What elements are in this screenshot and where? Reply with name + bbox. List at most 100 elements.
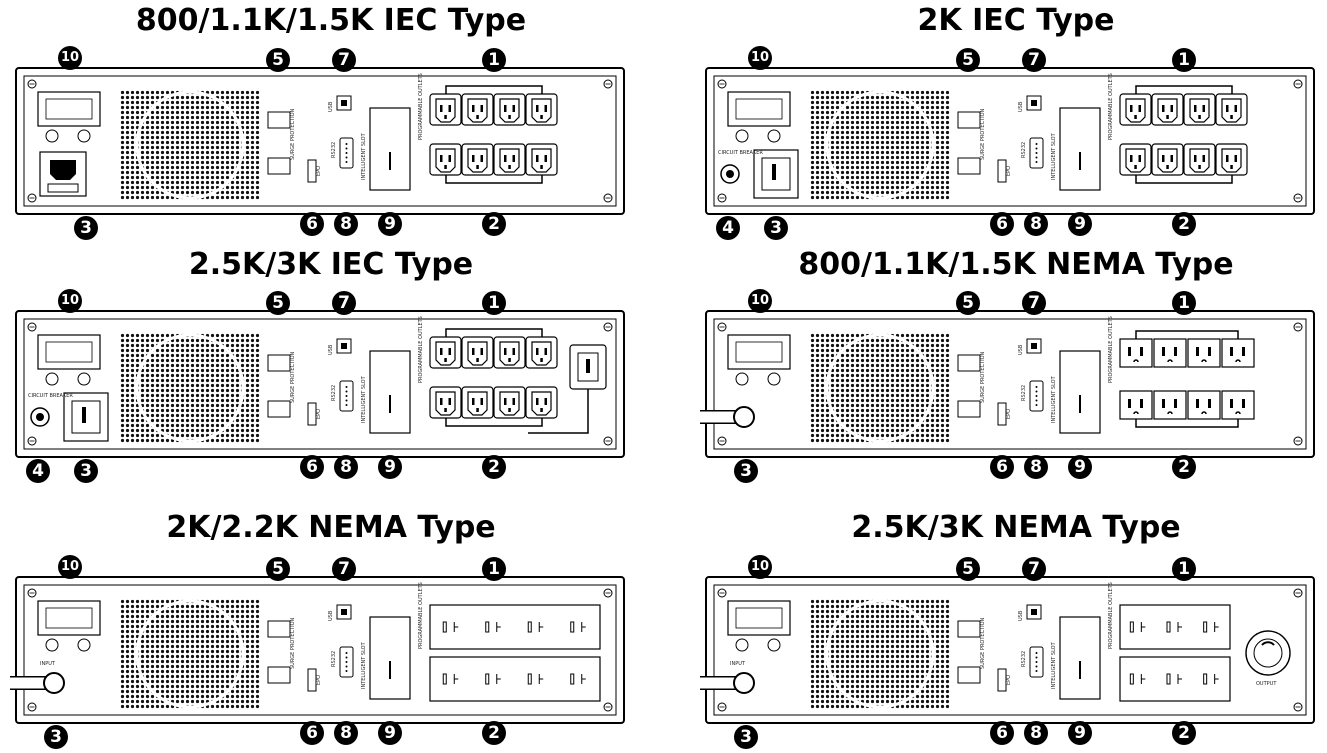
- option-slot-knob: [735, 372, 749, 386]
- callout-8: 8: [334, 212, 358, 236]
- bracket-c19: [528, 389, 589, 434]
- rs232-pin: [1035, 399, 1038, 402]
- callout-8: 8: [1024, 212, 1048, 236]
- surge-protection-label: SURGE PROTECTION: [980, 108, 986, 160]
- nema-20a-slot: [581, 674, 586, 684]
- iec-pin: [508, 358, 511, 362]
- circuit-breaker-button: [36, 413, 44, 421]
- callout-1: 1: [1172, 48, 1196, 72]
- cord-strain-relief: [733, 672, 755, 694]
- callout-9: 9: [1068, 212, 1092, 236]
- nema-20a-outlet-block: [429, 656, 601, 702]
- epo-label: EPO: [1006, 675, 1012, 685]
- option-slot-knob: [77, 638, 91, 652]
- iec-pin: [508, 408, 511, 412]
- callout-7: 7: [332, 48, 356, 72]
- usb-label: USB: [1018, 101, 1024, 112]
- rs232-label: RS232: [331, 651, 337, 667]
- callout-3: 3: [74, 216, 98, 240]
- iec-outlet-face: [435, 98, 456, 123]
- callout-4: 4: [26, 459, 50, 483]
- iec-pin: [472, 155, 475, 162]
- fuse-holder: [47, 183, 79, 193]
- nema-20a-slot: [527, 621, 532, 633]
- iec-pin: [480, 155, 483, 162]
- nema-20a-slot: [496, 674, 501, 684]
- callout-6: 6: [300, 455, 324, 479]
- iec-pin: [1130, 155, 1133, 162]
- iec-outlet-face: [435, 148, 456, 173]
- rs232-pin: [1035, 652, 1038, 654]
- panel-title-2-5k-nema: 2.5K/3K NEMA Type: [851, 510, 1181, 545]
- option-slot-knob: [767, 372, 781, 386]
- callout-9: 9: [1068, 455, 1092, 479]
- callout-2: 2: [482, 721, 506, 745]
- usb-port-inner: [341, 100, 347, 106]
- iec-pin: [480, 398, 483, 405]
- iec-outlet-face: [435, 341, 456, 366]
- nema-outlet: [1187, 338, 1221, 368]
- iec-outlet: [461, 336, 494, 369]
- network-surge-port-out: [957, 354, 981, 372]
- nema-outlet: [1153, 390, 1187, 420]
- bracket-group-1: [445, 85, 543, 94]
- iec-pin: [1138, 155, 1141, 162]
- option-slot: [37, 91, 101, 127]
- iec-pin: [1198, 165, 1201, 169]
- iec-outlet-face: [531, 148, 552, 173]
- callout-2: 2: [482, 455, 506, 479]
- panel-title-2k-nema: 2K/2.2K NEMA Type: [166, 510, 496, 545]
- nema-20a-slot: [496, 622, 501, 632]
- callout-1: 1: [482, 291, 506, 315]
- callout-5: 5: [266, 557, 290, 581]
- callout-6: 6: [990, 455, 1014, 479]
- iec-pin: [544, 105, 547, 112]
- cord-strain-relief: [43, 672, 65, 694]
- nema-20a-slot: [1166, 621, 1171, 633]
- iec-pin: [544, 398, 547, 405]
- network-surge-port-in: [267, 666, 291, 684]
- option-slot: [727, 91, 791, 127]
- panel-title-2k-iec: 2K IEC Type: [917, 3, 1115, 38]
- epo-label: EPO: [316, 166, 322, 176]
- callout-5: 5: [266, 291, 290, 315]
- bracket-group-2: [445, 175, 543, 184]
- iec-pin: [1162, 155, 1165, 162]
- option-slot: [37, 600, 101, 636]
- network-surge-port-in: [957, 157, 981, 175]
- epo-label: EPO: [1006, 409, 1012, 419]
- nema-20a-slot: [1203, 673, 1208, 685]
- surge-protection-label: SURGE PROTECTION: [980, 351, 986, 403]
- nema-slot: [1162, 347, 1165, 356]
- callout-8: 8: [1024, 455, 1048, 479]
- iec-pin: [540, 115, 543, 119]
- nema-outlet: [1119, 338, 1153, 368]
- nema-20a-slot: [453, 674, 459, 684]
- iec-pin: [1202, 105, 1205, 112]
- network-surge-port-out: [267, 620, 291, 638]
- iec-pin: [536, 155, 539, 162]
- callout-9: 9: [378, 455, 402, 479]
- iec-pin: [1194, 155, 1197, 162]
- vent-grille: [120, 90, 260, 200]
- iec-outlet-face: [1189, 148, 1210, 173]
- intelligent-slot-label: INTELLIGENT SLOT: [1051, 641, 1057, 689]
- rs232-pin: [345, 143, 348, 145]
- nema-20a-slot: [538, 622, 544, 632]
- ac-inlet-c20-pin: [772, 164, 776, 180]
- iec-pin: [440, 348, 443, 355]
- iec-pin: [476, 358, 479, 362]
- option-slot-knob: [735, 129, 749, 143]
- nema-20a-slot: [485, 673, 490, 685]
- iec-pin: [512, 105, 515, 112]
- iec-pin: [1230, 115, 1233, 119]
- iec-pin: [504, 398, 507, 405]
- epo-port: [307, 402, 317, 426]
- option-slot-cover: [45, 98, 93, 120]
- option-slot-knob: [77, 129, 91, 143]
- iec-pin: [540, 408, 543, 412]
